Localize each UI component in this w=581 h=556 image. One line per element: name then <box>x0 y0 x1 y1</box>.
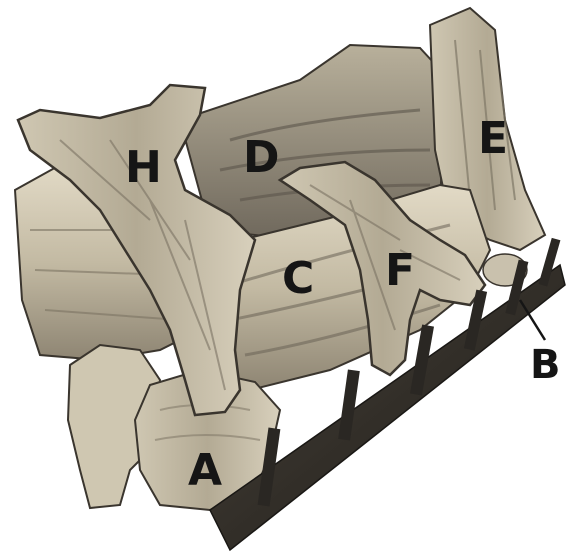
label-d: D <box>243 132 280 183</box>
label-b: B <box>530 342 561 388</box>
label-h: H <box>125 142 162 193</box>
label-e: E <box>478 113 508 164</box>
label-c: C <box>282 253 314 304</box>
label-f: F <box>385 245 415 296</box>
label-a: A <box>188 445 222 496</box>
